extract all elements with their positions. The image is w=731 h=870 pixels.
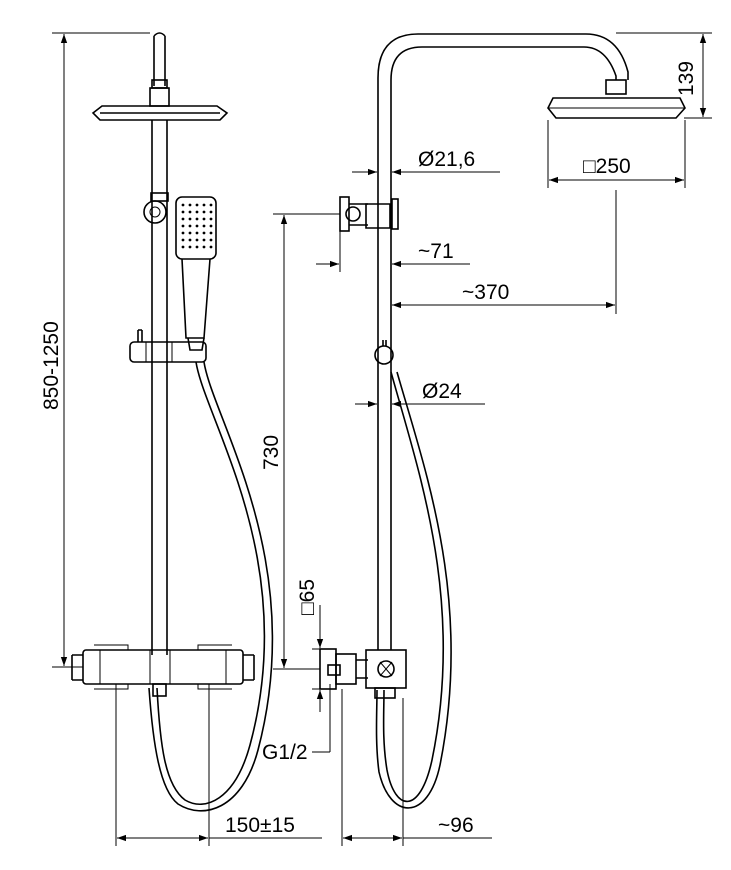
front-head-mount bbox=[149, 87, 170, 107]
side-diverter-knob bbox=[374, 345, 394, 365]
side-wall-bracket bbox=[339, 196, 350, 232]
dim-thread: G1/2 bbox=[262, 741, 308, 764]
dim-bracket-size: □65 bbox=[296, 579, 319, 615]
dim-total-height: 850-1250 bbox=[40, 321, 63, 410]
dim-tube-diameter-bottom: Ø24 bbox=[422, 380, 462, 403]
side-hose bbox=[382, 371, 445, 803]
dim-tube-diameter-top: Ø21,6 bbox=[418, 148, 475, 171]
side-view bbox=[319, 33, 686, 809]
dim-wall-distance: ~96 bbox=[438, 814, 474, 837]
front-hand-shower-head bbox=[175, 196, 217, 260]
dimension-lines bbox=[52, 32, 712, 846]
side-head-mount bbox=[605, 79, 627, 95]
front-overhead-shower bbox=[91, 105, 229, 121]
front-holder-knob bbox=[143, 200, 167, 224]
front-hose bbox=[156, 361, 266, 805]
front-slider bbox=[129, 341, 207, 363]
dim-rail-height: 730 bbox=[260, 435, 283, 470]
front-outlet bbox=[152, 683, 167, 697]
front-main-column bbox=[151, 120, 168, 655]
front-view bbox=[71, 32, 274, 812]
front-slider-pin bbox=[137, 329, 143, 342]
front-column-joint bbox=[150, 192, 169, 202]
side-riser-and-arm bbox=[377, 33, 629, 650]
front-upper-riser bbox=[153, 32, 166, 86]
dim-head-size: □250 bbox=[583, 155, 631, 178]
dim-inlet-spacing: 150±15 bbox=[225, 814, 295, 837]
front-hand-shower-handle bbox=[181, 258, 211, 339]
front-hand-shower-nozzles bbox=[181, 203, 213, 249]
dim-arm-drop: 139 bbox=[675, 61, 698, 96]
dim-arm-reach: ~370 bbox=[462, 281, 509, 304]
dim-arm-offset: ~71 bbox=[418, 240, 454, 263]
front-thermostat-bar bbox=[82, 649, 244, 685]
